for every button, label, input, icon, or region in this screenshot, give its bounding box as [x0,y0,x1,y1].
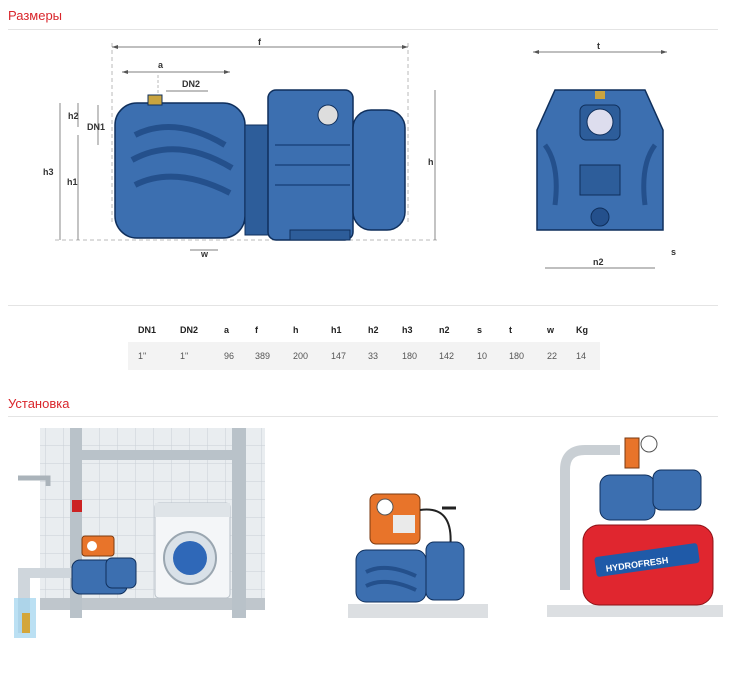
col-header: h2 [368,325,379,335]
col-header: DN1 [138,325,157,335]
section-divider [8,416,718,417]
dim-label-h1: h1 [67,177,78,187]
controller-unit [369,493,421,545]
installation-utility-room-illustration [14,428,265,638]
dim-label-n2: n2 [593,257,604,267]
col-header: f [255,325,258,335]
table-cell: 14 [576,342,600,370]
dim-label-a: a [158,60,164,70]
table-cell: 1" [128,342,180,370]
table-cell: 180 [509,342,547,370]
dim-label-w: w [200,249,209,259]
table-row: 1" 1" 96 389 200 147 33 180 142 10 180 2… [128,342,600,370]
col-header: w [547,325,555,335]
dim-label-h: h [428,157,434,167]
dimensions-section-title: Размеры [8,8,63,23]
washing-machine [154,502,231,599]
section-divider [8,29,718,30]
col-header: DN2 [180,325,199,335]
dim-label-h3: h3 [43,167,54,177]
col-header: t [509,325,512,335]
table-cell: 389 [255,342,293,370]
table-cell: 96 [224,342,255,370]
spec-table: DN1 DN2 a f h h1 h2 h3 n2 s t w Kg 1" 1"… [128,318,600,370]
table-cell: 22 [547,342,576,370]
top-pump-unit [599,435,702,521]
spec-table-header: DN1 DN2 a f h h1 h2 h3 n2 s t w Kg [128,318,600,342]
table-cell: 33 [368,342,402,370]
dim-label-f: f [258,37,262,47]
pump-front-view-drawing: t n2 s [533,41,676,269]
pump-front-body [536,89,664,231]
table-cell: 200 [293,342,331,370]
dim-label-dn1: DN1 [87,122,105,132]
wall-pump-unit [71,535,137,595]
dim-label-dn2: DN2 [182,79,200,89]
table-cell: 10 [477,342,509,370]
table-cell: 1" [180,342,224,370]
installation-hydrofresh-tank-illustration: HYDROFRESH [547,435,723,617]
table-cell: 180 [402,342,439,370]
col-header: h3 [402,325,413,335]
col-header: s [477,325,483,335]
table-cell: 147 [331,342,368,370]
pressure-tank: HYDROFRESH [582,524,714,606]
col-header: Kg [576,325,588,335]
dim-label-s: s [671,247,676,257]
pump-side-view-drawing: f a DN2 h3 h2 h1 DN1 h w [43,37,440,259]
pump-unit [355,541,465,603]
dim-label-t: t [597,41,600,51]
col-header: h [293,325,299,335]
col-header: a [224,325,230,335]
col-header: h1 [331,325,342,335]
pump-side-body [114,89,406,241]
section-divider [8,305,718,306]
dim-label-h2: h2 [68,111,79,121]
table-cell: 142 [439,342,477,370]
installation-pump-controller-illustration [348,493,488,618]
col-header: n2 [439,325,450,335]
installation-section-title: Установка [8,396,70,411]
